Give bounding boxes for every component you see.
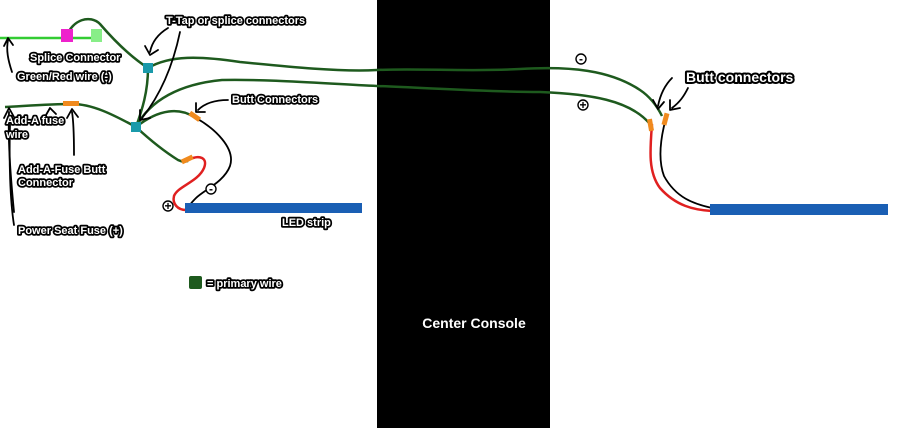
label-t-tap: T-Tap or splice connectors — [166, 15, 305, 27]
add-a-fuse-butt-connector — [63, 101, 79, 106]
butt-connector-right-negative — [661, 112, 670, 126]
legend-primary-wire-swatch — [189, 276, 202, 289]
label-green-red-wire: Green/Red wire (-) — [17, 71, 112, 83]
sign-right-negative: - — [575, 52, 587, 66]
center-console — [377, 0, 550, 428]
arrow-butt-right-1 — [652, 77, 673, 110]
splice-connector — [61, 29, 73, 42]
label-add-a-fuse-wire-1: Add-A fuse — [6, 115, 64, 127]
butt-connector-left-upper — [188, 110, 202, 122]
annotation-arrows — [3, 27, 689, 226]
center-console-label: Center Console — [422, 315, 526, 331]
label-add-a-fuse-butt-2: Connector — [18, 177, 74, 189]
legend-primary-wire-label: = primary wire — [207, 278, 282, 290]
red-wire-right — [649, 123, 713, 213]
arrow-add-a-fuse-butt — [66, 108, 79, 156]
label-splice-connector: Splice Connector — [30, 52, 121, 64]
arrow-power-seat-fuse — [8, 124, 15, 226]
primary-wire-left-end — [135, 126, 189, 163]
black-wire-right — [659, 117, 713, 209]
t-tap-connector-lower — [131, 122, 141, 132]
led-strip-left — [185, 203, 362, 213]
arrow-t-tap-lower — [139, 31, 181, 121]
black-wire-left — [187, 117, 232, 211]
arrow-butt-left — [195, 99, 229, 113]
t-tap-connector-upper — [143, 63, 153, 73]
svg-text:+: + — [579, 98, 586, 112]
sign-left-negative: - — [205, 182, 217, 196]
arrow-add-a-fuse-wire-2 — [45, 107, 57, 116]
label-power-seat-fuse: Power Seat Fuse (+) — [18, 225, 123, 237]
label-add-a-fuse-butt-1: Add-A-Fuse Butt — [18, 164, 106, 176]
label-led-strip: LED strip — [282, 217, 331, 229]
svg-text:+: + — [164, 199, 171, 213]
label-butt-connectors-left: Butt Connectors — [232, 94, 318, 106]
splice-connector-secondary — [91, 29, 102, 42]
arrow-green-red-wire — [3, 37, 14, 73]
primary-wire-positive-run — [134, 78, 651, 128]
red-wire-left — [172, 156, 207, 212]
svg-text:-: - — [579, 52, 583, 66]
label-butt-connectors-right: Butt connectors — [686, 69, 794, 85]
arrow-t-tap-upper — [144, 27, 169, 56]
butt-connector-left-lower — [180, 154, 194, 165]
butt-connector-right-positive — [646, 118, 654, 132]
primary-wire-top-loop — [65, 17, 149, 70]
label-add-a-fuse-wire-2: wire — [5, 129, 28, 141]
svg-text:-: - — [209, 182, 213, 196]
sign-right-positive: + — [577, 98, 589, 112]
sign-left-positive: + — [162, 199, 174, 213]
arrow-butt-right-2 — [669, 87, 689, 111]
led-strip-right — [710, 204, 888, 215]
primary-wire-negative-run — [147, 56, 664, 117]
